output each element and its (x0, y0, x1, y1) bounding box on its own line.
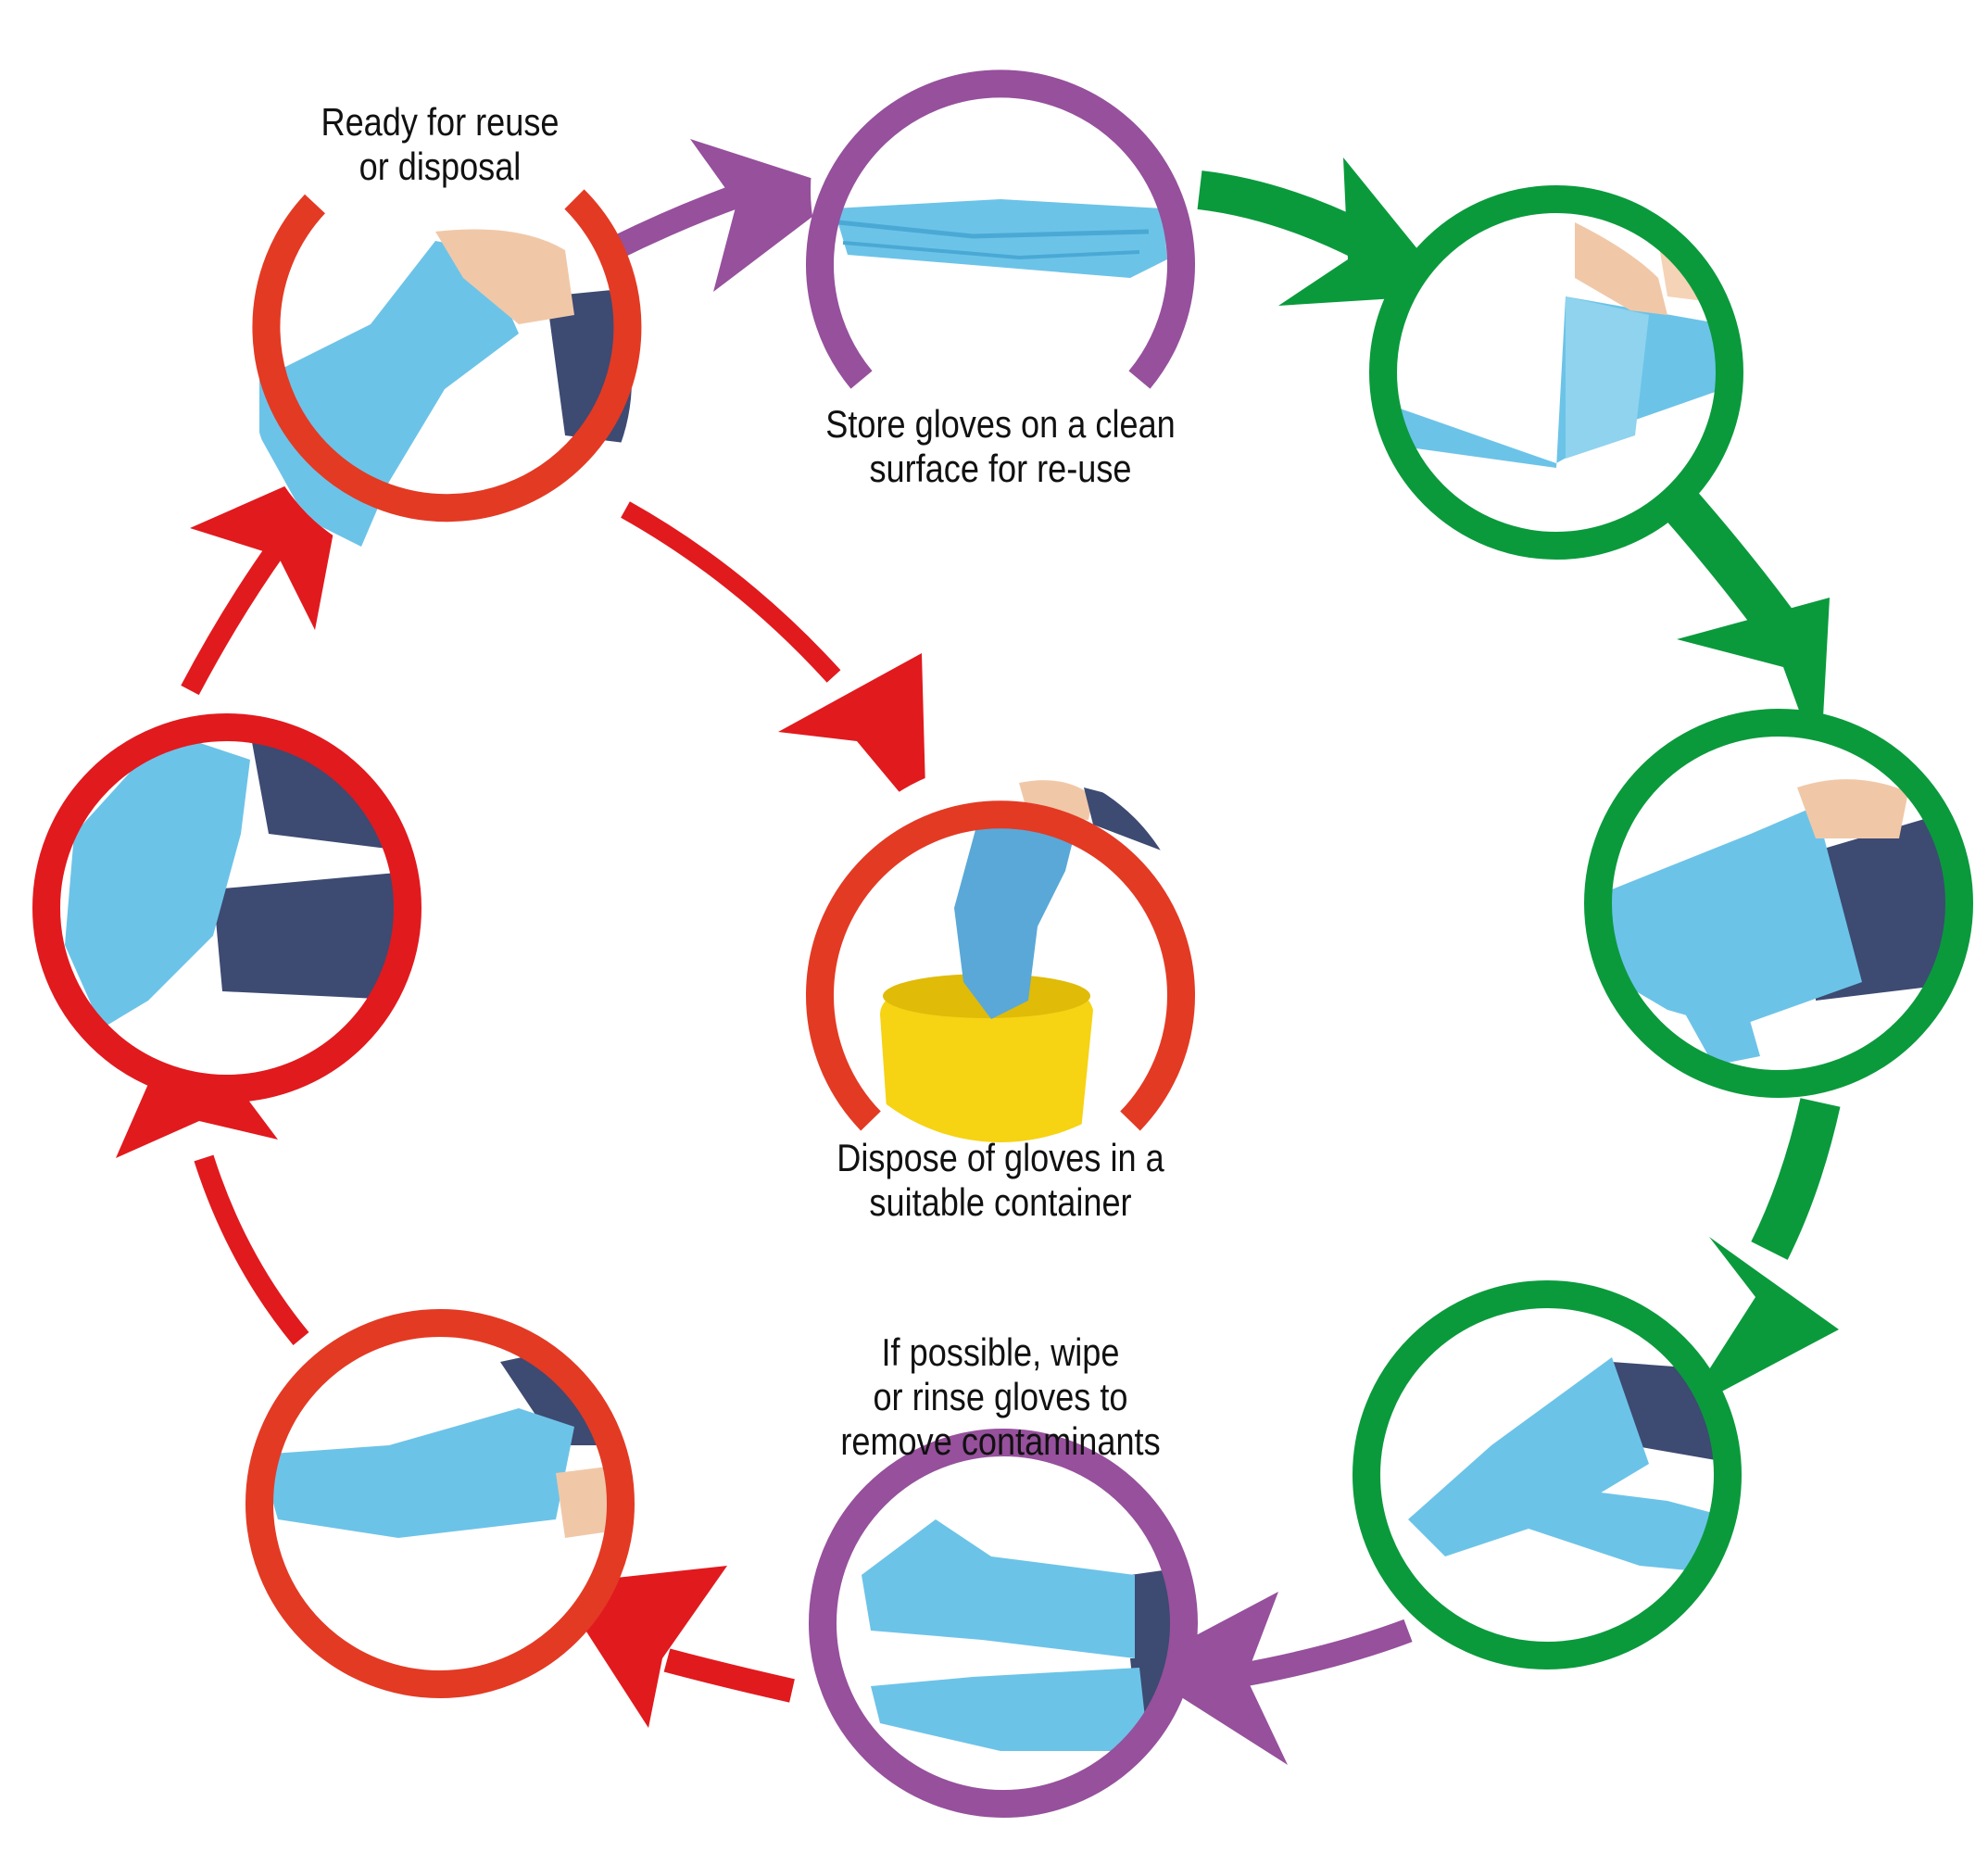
caption-dispose: Dispose of gloves in a suitable containe… (810, 1136, 1192, 1225)
caption-store: Store gloves on a clean surface for re-u… (801, 402, 1200, 491)
step-remove-inside-out (37, 718, 417, 1098)
step-pull-sleeve (1589, 713, 1969, 1093)
arrow-clasp-to-peel (204, 1158, 301, 1339)
step-fold-cuff (1371, 185, 1742, 556)
arrow-rinse-to-clasp (667, 1660, 792, 1691)
step-peel-fingers (250, 1314, 630, 1694)
step-store-flat (806, 0, 1195, 389)
arrow-ready-to-store (611, 195, 741, 250)
step-rinse (813, 1433, 1195, 1813)
step-pull-off (1357, 1285, 1737, 1665)
arrow-store-to-fold (1200, 190, 1362, 241)
step-ready (252, 190, 639, 570)
caption-wipe: If possible, wipe or rinse gloves to rem… (825, 1330, 1176, 1464)
arrow-off-to-rinse (1241, 1631, 1408, 1675)
step-dispose (811, 762, 1190, 1149)
caption-ready: Ready for reuse or disposal (301, 100, 580, 189)
arrow-pull-to-off (1769, 1102, 1820, 1251)
photo-gloves-flat (806, 0, 1195, 389)
arrow-ready-to-dispose (625, 510, 834, 676)
arrow-peel-to-ready (190, 547, 278, 690)
